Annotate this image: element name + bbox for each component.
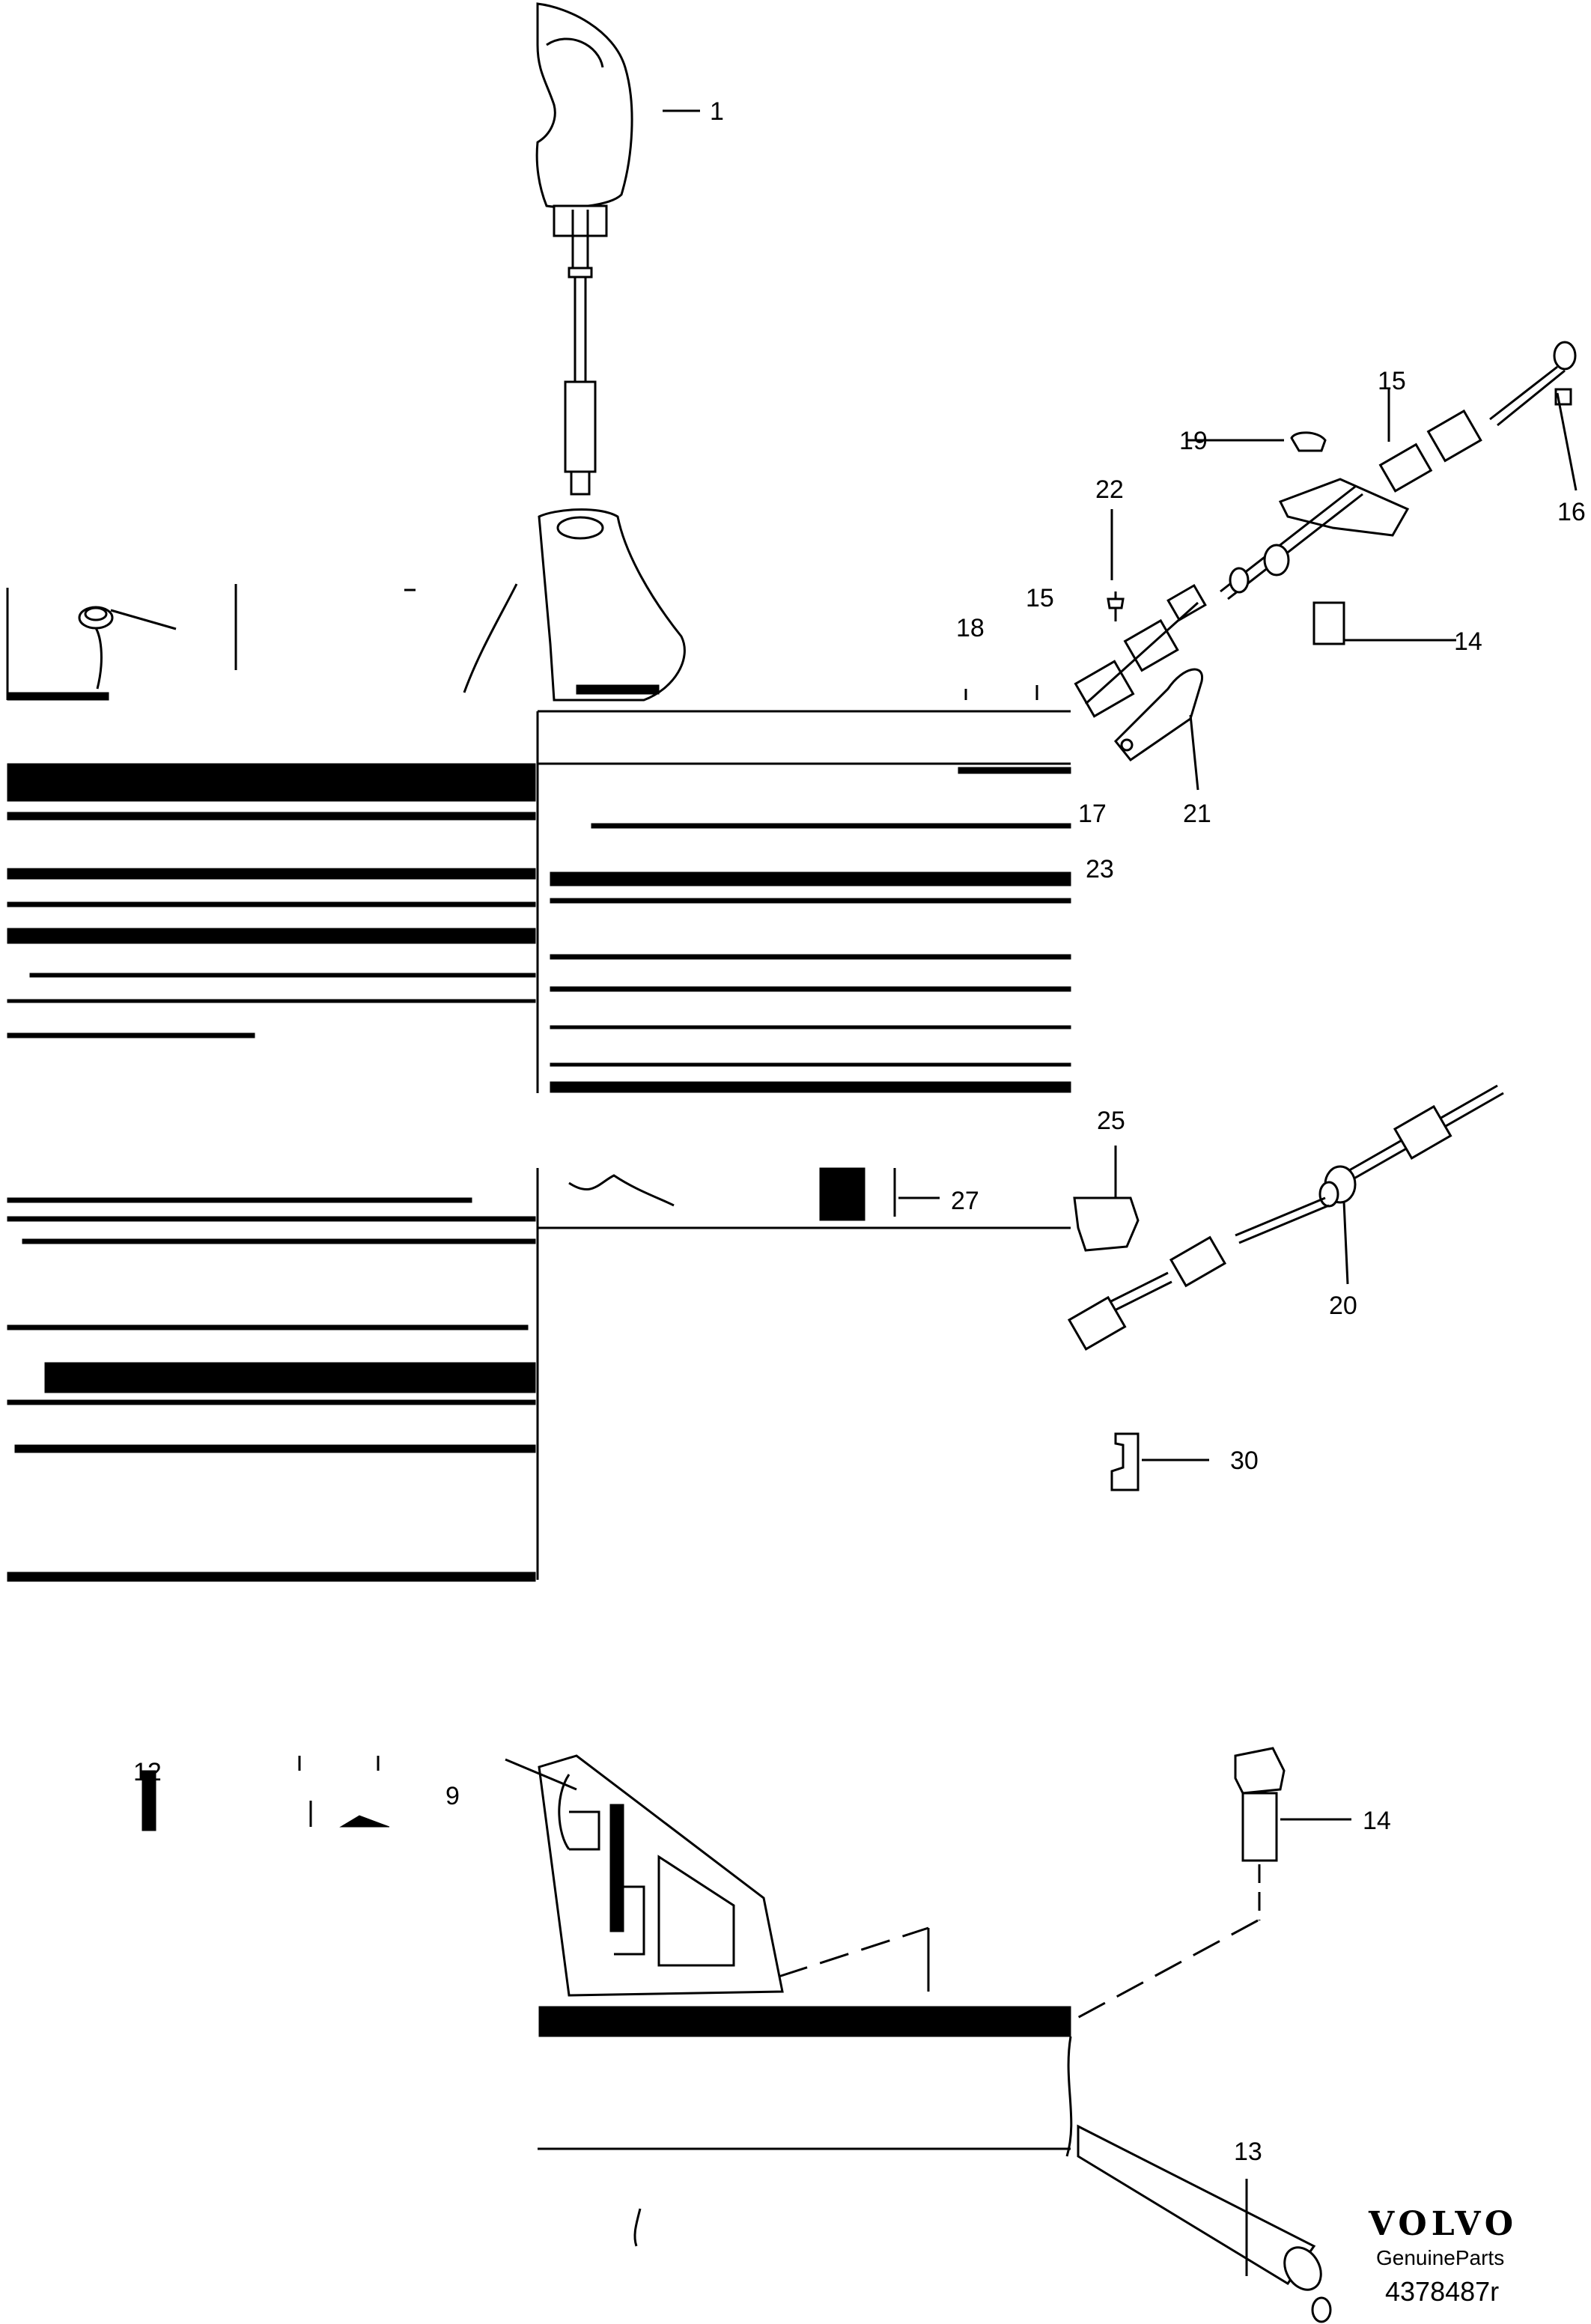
callout-20: 20 [1329, 1292, 1357, 1320]
brand-block: VOLVO GenuineParts 4378487r [1368, 2205, 1518, 2307]
shift-cable-part [1067, 1084, 1504, 1351]
diagram-number: 4378487r [1385, 2276, 1499, 2307]
callout-13: 13 [1234, 2138, 1262, 2166]
callout-14: 14 [1363, 1807, 1391, 1835]
clip-part [1110, 1432, 1209, 1491]
callout-14: 14 [1454, 627, 1482, 656]
tube-part [1065, 2036, 1332, 2323]
selector-cable-assembly [964, 341, 1578, 791]
callout-23: 23 [1086, 855, 1114, 883]
callout-9: 9 [445, 1782, 460, 1810]
callout-19: 19 [1179, 427, 1208, 455]
genuine-parts-text: GenuineParts [1376, 2246, 1504, 2269]
left-bracket-fragment [6, 583, 518, 701]
callout-18: 18 [956, 614, 985, 642]
banded-artefact-region [7, 710, 1071, 1582]
shifter-boot-part [538, 508, 686, 702]
gear-knob-part [535, 2, 700, 496]
callout-15: 15 [1026, 584, 1054, 612]
callout-30: 30 [1230, 1447, 1259, 1475]
small-parts-9-12 [142, 1756, 390, 1831]
callout-1: 1 [710, 97, 724, 126]
callout-22: 22 [1095, 475, 1124, 504]
callout-17: 17 [1078, 800, 1107, 828]
callout-16: 16 [1557, 498, 1586, 526]
callout-15: 15 [1378, 367, 1406, 395]
transmission-housing-part [505, 1754, 1071, 2247]
volvo-logo-text: VOLVO [1368, 2205, 1518, 2243]
callout-12: 12 [133, 1758, 162, 1786]
callout-21: 21 [1183, 800, 1211, 828]
bolt-part [1070, 1747, 1351, 2023]
callout-25: 25 [1097, 1107, 1125, 1135]
callout-27: 27 [951, 1187, 979, 1215]
